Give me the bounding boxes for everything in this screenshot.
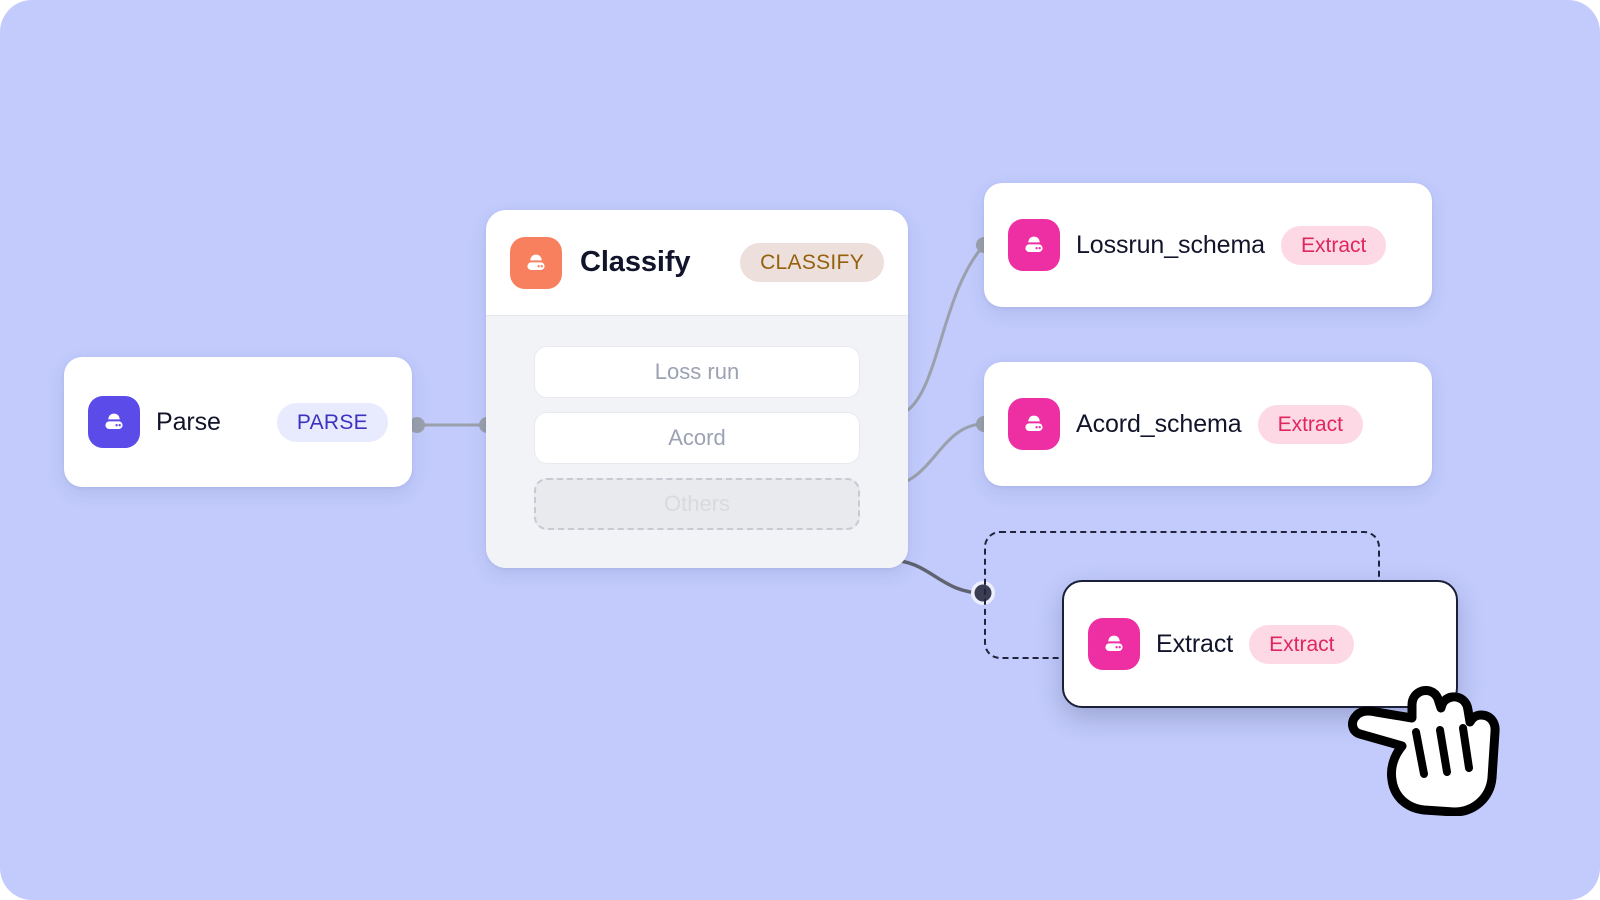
node-extract-badge: Extract bbox=[1249, 624, 1355, 664]
edge-classify-to-extract bbox=[888, 558, 984, 595]
database-node-icon bbox=[510, 236, 562, 289]
node-acord-schema-title: Acord_schema bbox=[1076, 409, 1242, 438]
node-parse[interactable]: Parse PARSE bbox=[64, 357, 412, 487]
node-classify-badge: CLASSIFY bbox=[740, 243, 884, 282]
node-parse-title: Parse bbox=[156, 407, 221, 436]
classify-branch-loss-run[interactable]: Loss run bbox=[534, 346, 860, 398]
node-classify[interactable]: Classify CLASSIFY Loss run Acord Others bbox=[486, 210, 908, 568]
node-acord-schema-badge: Extract bbox=[1257, 404, 1363, 444]
node-extract-title: Extract bbox=[1156, 629, 1234, 658]
node-acord-schema[interactable]: Acord_schema Extract bbox=[984, 362, 1432, 486]
database-node-icon bbox=[1008, 398, 1060, 450]
node-classify-title: Classify bbox=[580, 246, 691, 278]
node-extract-dragged[interactable]: Extract Extract bbox=[1062, 580, 1458, 708]
database-node-icon bbox=[1088, 618, 1140, 670]
node-lossrun-schema[interactable]: Lossrun_schema Extract bbox=[984, 183, 1432, 307]
node-lossrun-schema-title: Lossrun_schema bbox=[1076, 230, 1265, 259]
database-node-icon bbox=[88, 396, 140, 448]
node-classify-header: Classify CLASSIFY bbox=[486, 210, 908, 316]
classify-branch-others[interactable]: Others bbox=[534, 478, 860, 530]
node-classify-branch-list: Loss run Acord Others bbox=[486, 316, 908, 568]
classify-branch-acord[interactable]: Acord bbox=[534, 412, 860, 464]
node-lossrun-schema-badge: Extract bbox=[1280, 225, 1387, 265]
database-node-icon bbox=[1008, 219, 1060, 271]
node-parse-badge: PARSE bbox=[276, 402, 388, 442]
